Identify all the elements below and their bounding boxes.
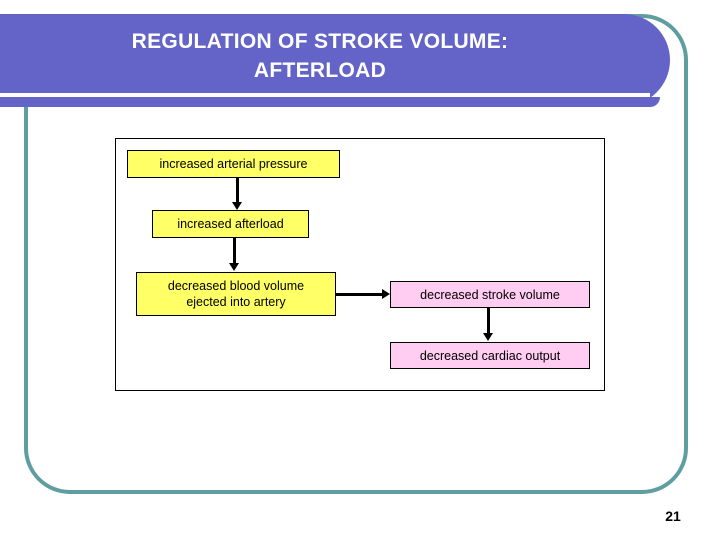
arrow-head: [229, 263, 239, 271]
arrow-shaft: [233, 238, 236, 264]
title-banner: REGULATION OF STROKE VOLUME: AFTERLOAD: [0, 14, 670, 106]
arrow-right-icon-blood-volume-to-stroke-volume: [336, 289, 392, 301]
arrow-shaft: [336, 293, 383, 296]
arrow-shaft: [487, 308, 490, 334]
page-title: REGULATION OF STROKE VOLUME: AFTERLOAD: [131, 30, 509, 82]
flow-node-cardiac-output: decreased cardiac output: [390, 342, 590, 369]
arrow-shaft: [236, 178, 239, 203]
arrow-head: [483, 333, 493, 341]
flow-node-blood-volume: decreased blood volume ejected into arte…: [136, 272, 336, 316]
arrow-head: [382, 289, 390, 299]
flow-node-stroke-volume: decreased stroke volume: [390, 281, 590, 308]
flow-node-arterial-pressure: increased arterial pressure: [127, 150, 340, 178]
arrow-down-icon-pressure-to-afterload: [232, 178, 244, 211]
arrow-down-icon-afterload-to-blood-volume: [229, 238, 241, 273]
title-underline: [0, 93, 650, 97]
arrow-down-icon-stroke-volume-to-cardiac-output: [483, 308, 495, 343]
flow-node-afterload: increased afterload: [152, 210, 309, 238]
page-number: 21: [665, 508, 681, 524]
arrow-head: [232, 202, 242, 210]
